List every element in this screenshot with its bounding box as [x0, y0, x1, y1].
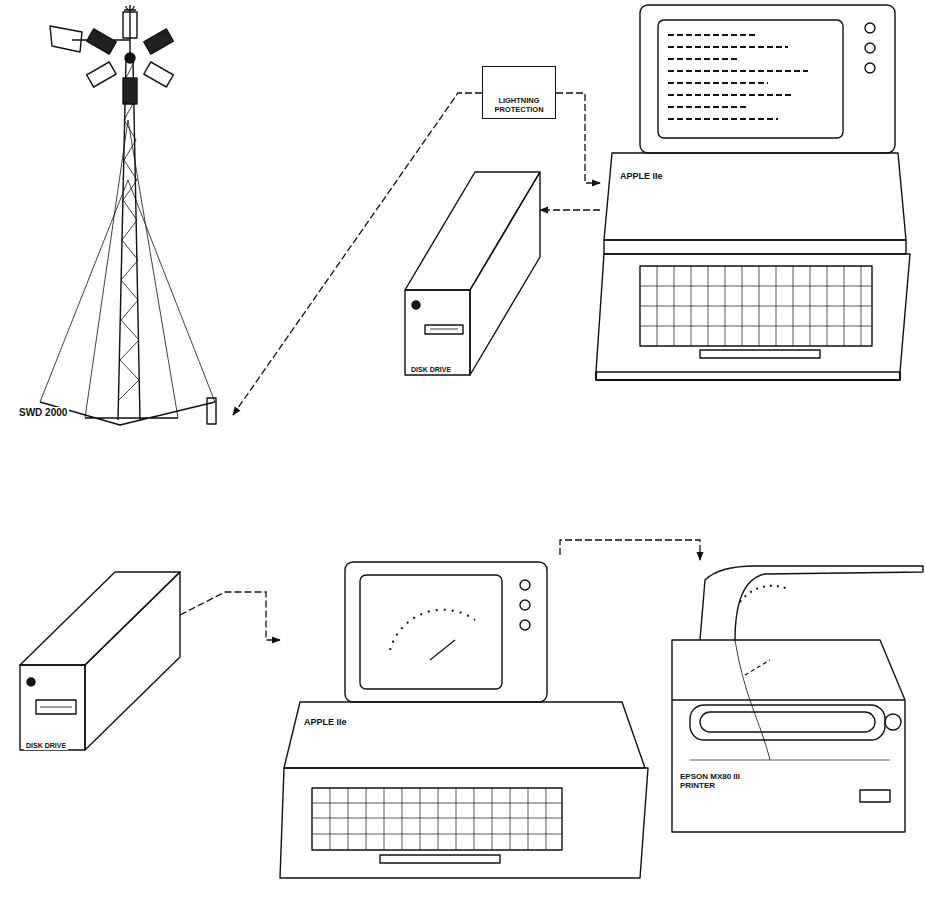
signal-line [540, 209, 600, 210]
computer-drawing-part [658, 20, 843, 138]
device-label: LIGHTNING PROTECTION [485, 97, 553, 114]
wind-tower-part [123, 12, 137, 38]
wind-tower-part [124, 6, 136, 10]
junction-box [207, 398, 216, 424]
disk-drive-drawing [405, 172, 540, 375]
printer-drawing-part [672, 640, 905, 832]
computer: APPLE IIe [280, 555, 652, 883]
wind-tower-part [85, 120, 128, 418]
computer-drawing-part [596, 254, 910, 372]
wind-tower-part [133, 60, 140, 420]
computer-drawing-part [865, 23, 875, 33]
protection-box: LIGHTNING PROTECTION [482, 66, 556, 119]
printer: EPSON MX80 III PRINTER [668, 560, 920, 836]
printer-drawing-part [745, 660, 770, 675]
wind-tower-part [50, 26, 82, 52]
computer-drawing-part [640, 5, 895, 153]
printer-drawing-part [700, 566, 923, 640]
tower-label: SWD 2000 [17, 407, 69, 419]
device-label: APPLE IIe [618, 171, 665, 181]
disk-drive-drawing-part [425, 325, 463, 334]
computer-drawing-part [345, 562, 547, 702]
disk-drive-drawing-part [405, 290, 470, 375]
wind-tower-part [87, 29, 117, 54]
printer-drawing-part [860, 790, 890, 802]
printer-drawing-part [700, 712, 875, 732]
disk-drive-drawing-part [36, 700, 76, 714]
printer-drawing-part [885, 714, 901, 730]
disk-drive-drawing [20, 572, 180, 750]
printer-drawing-part [672, 699, 905, 700]
computer-drawing-part [390, 610, 475, 650]
wind-tower-part [128, 180, 215, 402]
disk-drive-drawing-part [40, 707, 72, 708]
printer-drawing-part [690, 760, 890, 761]
computer-drawing-part [330, 788, 546, 850]
wind-tower-part [87, 12, 174, 104]
disk-drive-drawing-part [470, 172, 540, 375]
computer-drawing-part [520, 620, 530, 630]
device-label: APPLE IIe [302, 717, 349, 727]
computer-drawing-part [657, 266, 861, 346]
computer-drawing-part [700, 350, 820, 358]
computer-drawing-part [604, 240, 906, 254]
device-label: DISK DRIVE [24, 742, 68, 750]
computer-drawing-part [604, 153, 906, 240]
wind-tower-part [128, 120, 178, 418]
printer-drawing-part [740, 586, 790, 602]
computer-drawing-part [312, 803, 562, 834]
computer-drawing-part [312, 788, 562, 850]
wind-tower-part [119, 62, 139, 400]
disk-drive-drawing-part [412, 301, 420, 309]
computer-drawing-part [380, 855, 500, 863]
disk-drive: DISK DRIVE [405, 170, 540, 379]
computer: APPLE IIe [600, 5, 912, 383]
signal-line [233, 93, 482, 415]
computer-drawing [280, 562, 648, 878]
signal-line [560, 540, 700, 560]
computer-drawing-part [668, 35, 808, 119]
disk-drive-drawing-part [20, 665, 85, 750]
disk-drive: DISK DRIVE [20, 570, 180, 755]
wind-tower-part [123, 78, 137, 104]
computer-drawing-part [520, 600, 530, 610]
computer-drawing-part [865, 63, 875, 73]
computer-drawing-part [865, 43, 875, 53]
computer-drawing-part [280, 768, 648, 878]
disk-drive-drawing-part [430, 329, 458, 330]
wind-tower-part [144, 29, 174, 54]
signal-line [556, 93, 600, 183]
printer-drawing-part [690, 705, 885, 740]
wind-tower-part [144, 62, 174, 87]
computer-drawing-part [520, 580, 530, 590]
wind-tower [40, 5, 216, 425]
disk-drive-drawing-part [85, 572, 180, 750]
computer-drawing-part [284, 702, 645, 768]
device-label: DISK DRIVE [409, 366, 453, 374]
printer-drawing [672, 566, 923, 832]
disk-drive-drawing-part [405, 172, 540, 290]
disk-drive-drawing-part [27, 678, 35, 686]
computer-drawing-part [596, 372, 900, 380]
computer-drawing-part [640, 266, 872, 346]
device-label: EPSON MX80 III PRINTER [678, 772, 774, 790]
tower-node: SWD 2000 [15, 0, 233, 430]
signal-line [180, 592, 280, 640]
wind-tower-part [87, 62, 117, 87]
computer-drawing-part [640, 286, 872, 326]
computer-drawing [596, 5, 910, 380]
wind-tower-part [125, 53, 135, 63]
computer-drawing-part [360, 575, 502, 689]
computer-drawing-part [430, 640, 455, 660]
